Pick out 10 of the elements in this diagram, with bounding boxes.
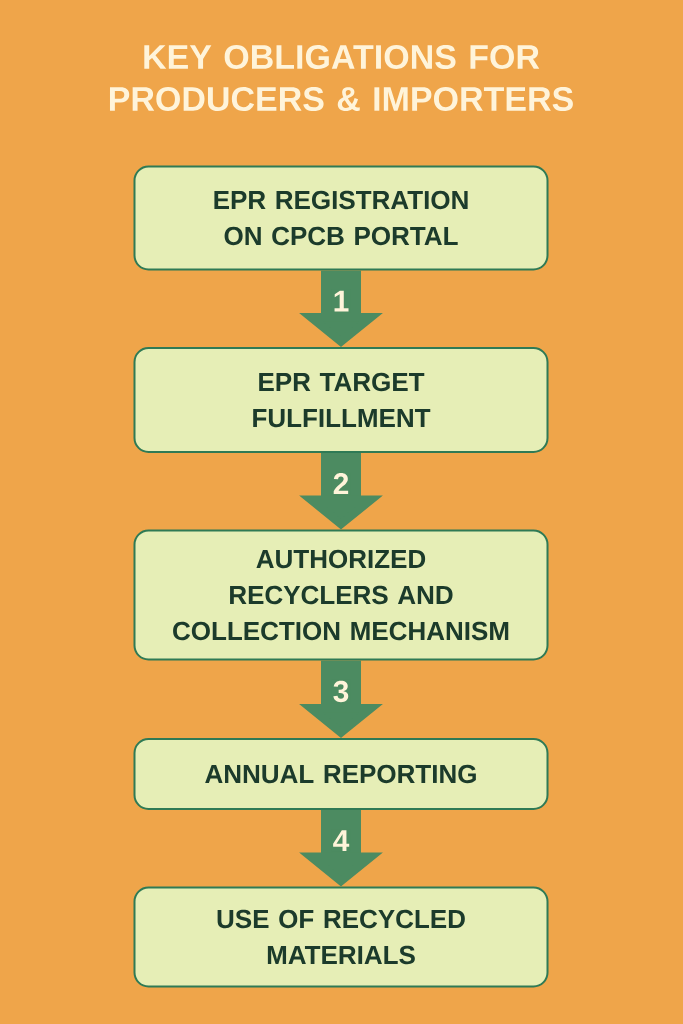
process-box: AUTHORIZED RECYCLERS AND COLLECTION MECHANISM <box>133 529 549 661</box>
edge-label: 1 <box>334 290 349 312</box>
edge-label: 2 <box>333 473 349 495</box>
process-box: ANNUAL REPORTING <box>133 738 549 810</box>
edge-label: 3 <box>333 680 349 703</box>
process-box: EPR TARGET FULFILLMENT <box>133 347 549 453</box>
process-box: USE OF RECYCLED MATERIALS <box>133 886 549 988</box>
title: KEY OBLIGATIONS FOR PRODUCERS & IMPORTERS <box>110 44 573 112</box>
process-box: EPR REGISTRATION ON CPCB PORTAL <box>133 165 549 271</box>
edge-label: 4 <box>333 830 350 851</box>
